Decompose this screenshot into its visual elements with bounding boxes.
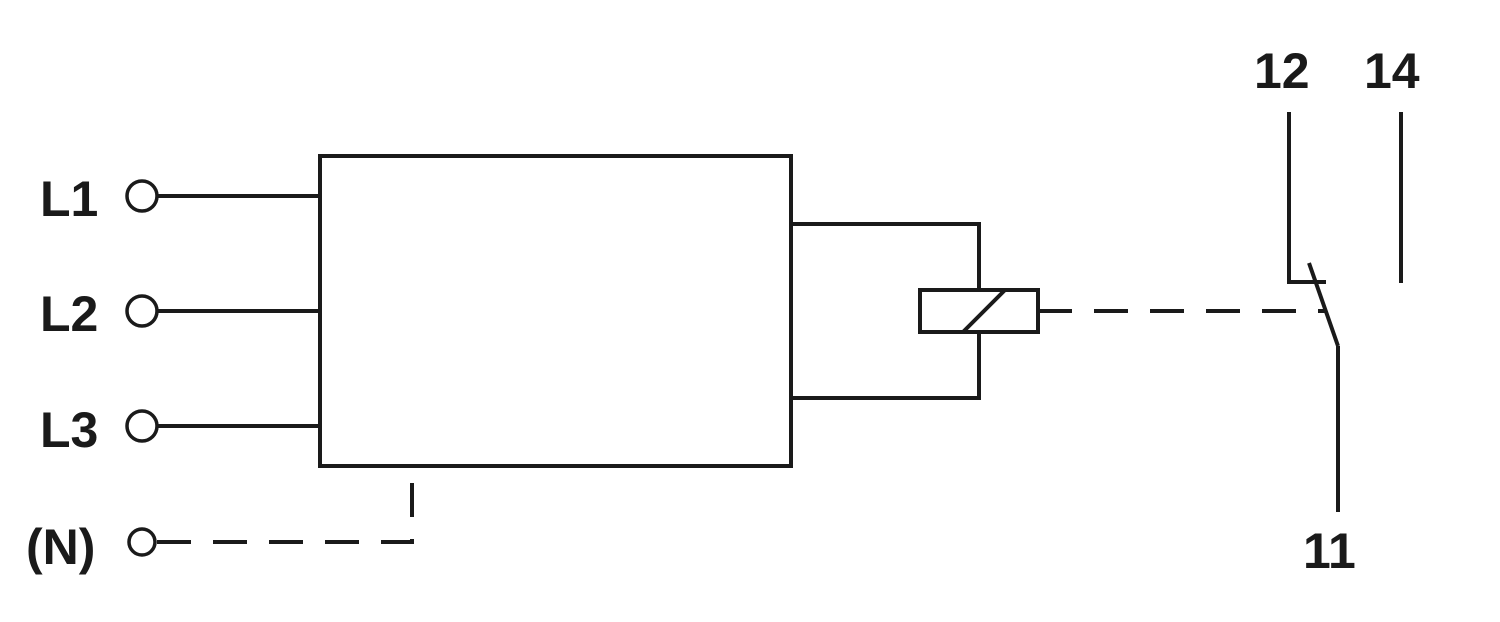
label-contact-14: 14 [1364, 43, 1420, 99]
wire-coil-bottom [791, 332, 981, 400]
label-l3: L3 [40, 402, 98, 458]
terminal-l2 [125, 294, 159, 328]
relay-coil [918, 288, 1040, 334]
label-n: (N) [26, 519, 95, 575]
label-l1: L1 [40, 171, 98, 227]
wire-coil-top [791, 222, 981, 290]
module-box [318, 154, 793, 468]
contact-12-line [1287, 112, 1326, 284]
label-contact-12: 12 [1254, 43, 1310, 99]
label-l2: L2 [40, 286, 98, 342]
relay-coil-slash [961, 288, 1007, 334]
terminal-l3 [125, 409, 159, 443]
wire-n-dashed [157, 466, 414, 544]
label-contact-11: 11 [1303, 523, 1356, 579]
contact-switch-blade [1307, 262, 1340, 347]
terminal-l1 [125, 179, 159, 213]
terminal-n [127, 527, 157, 557]
